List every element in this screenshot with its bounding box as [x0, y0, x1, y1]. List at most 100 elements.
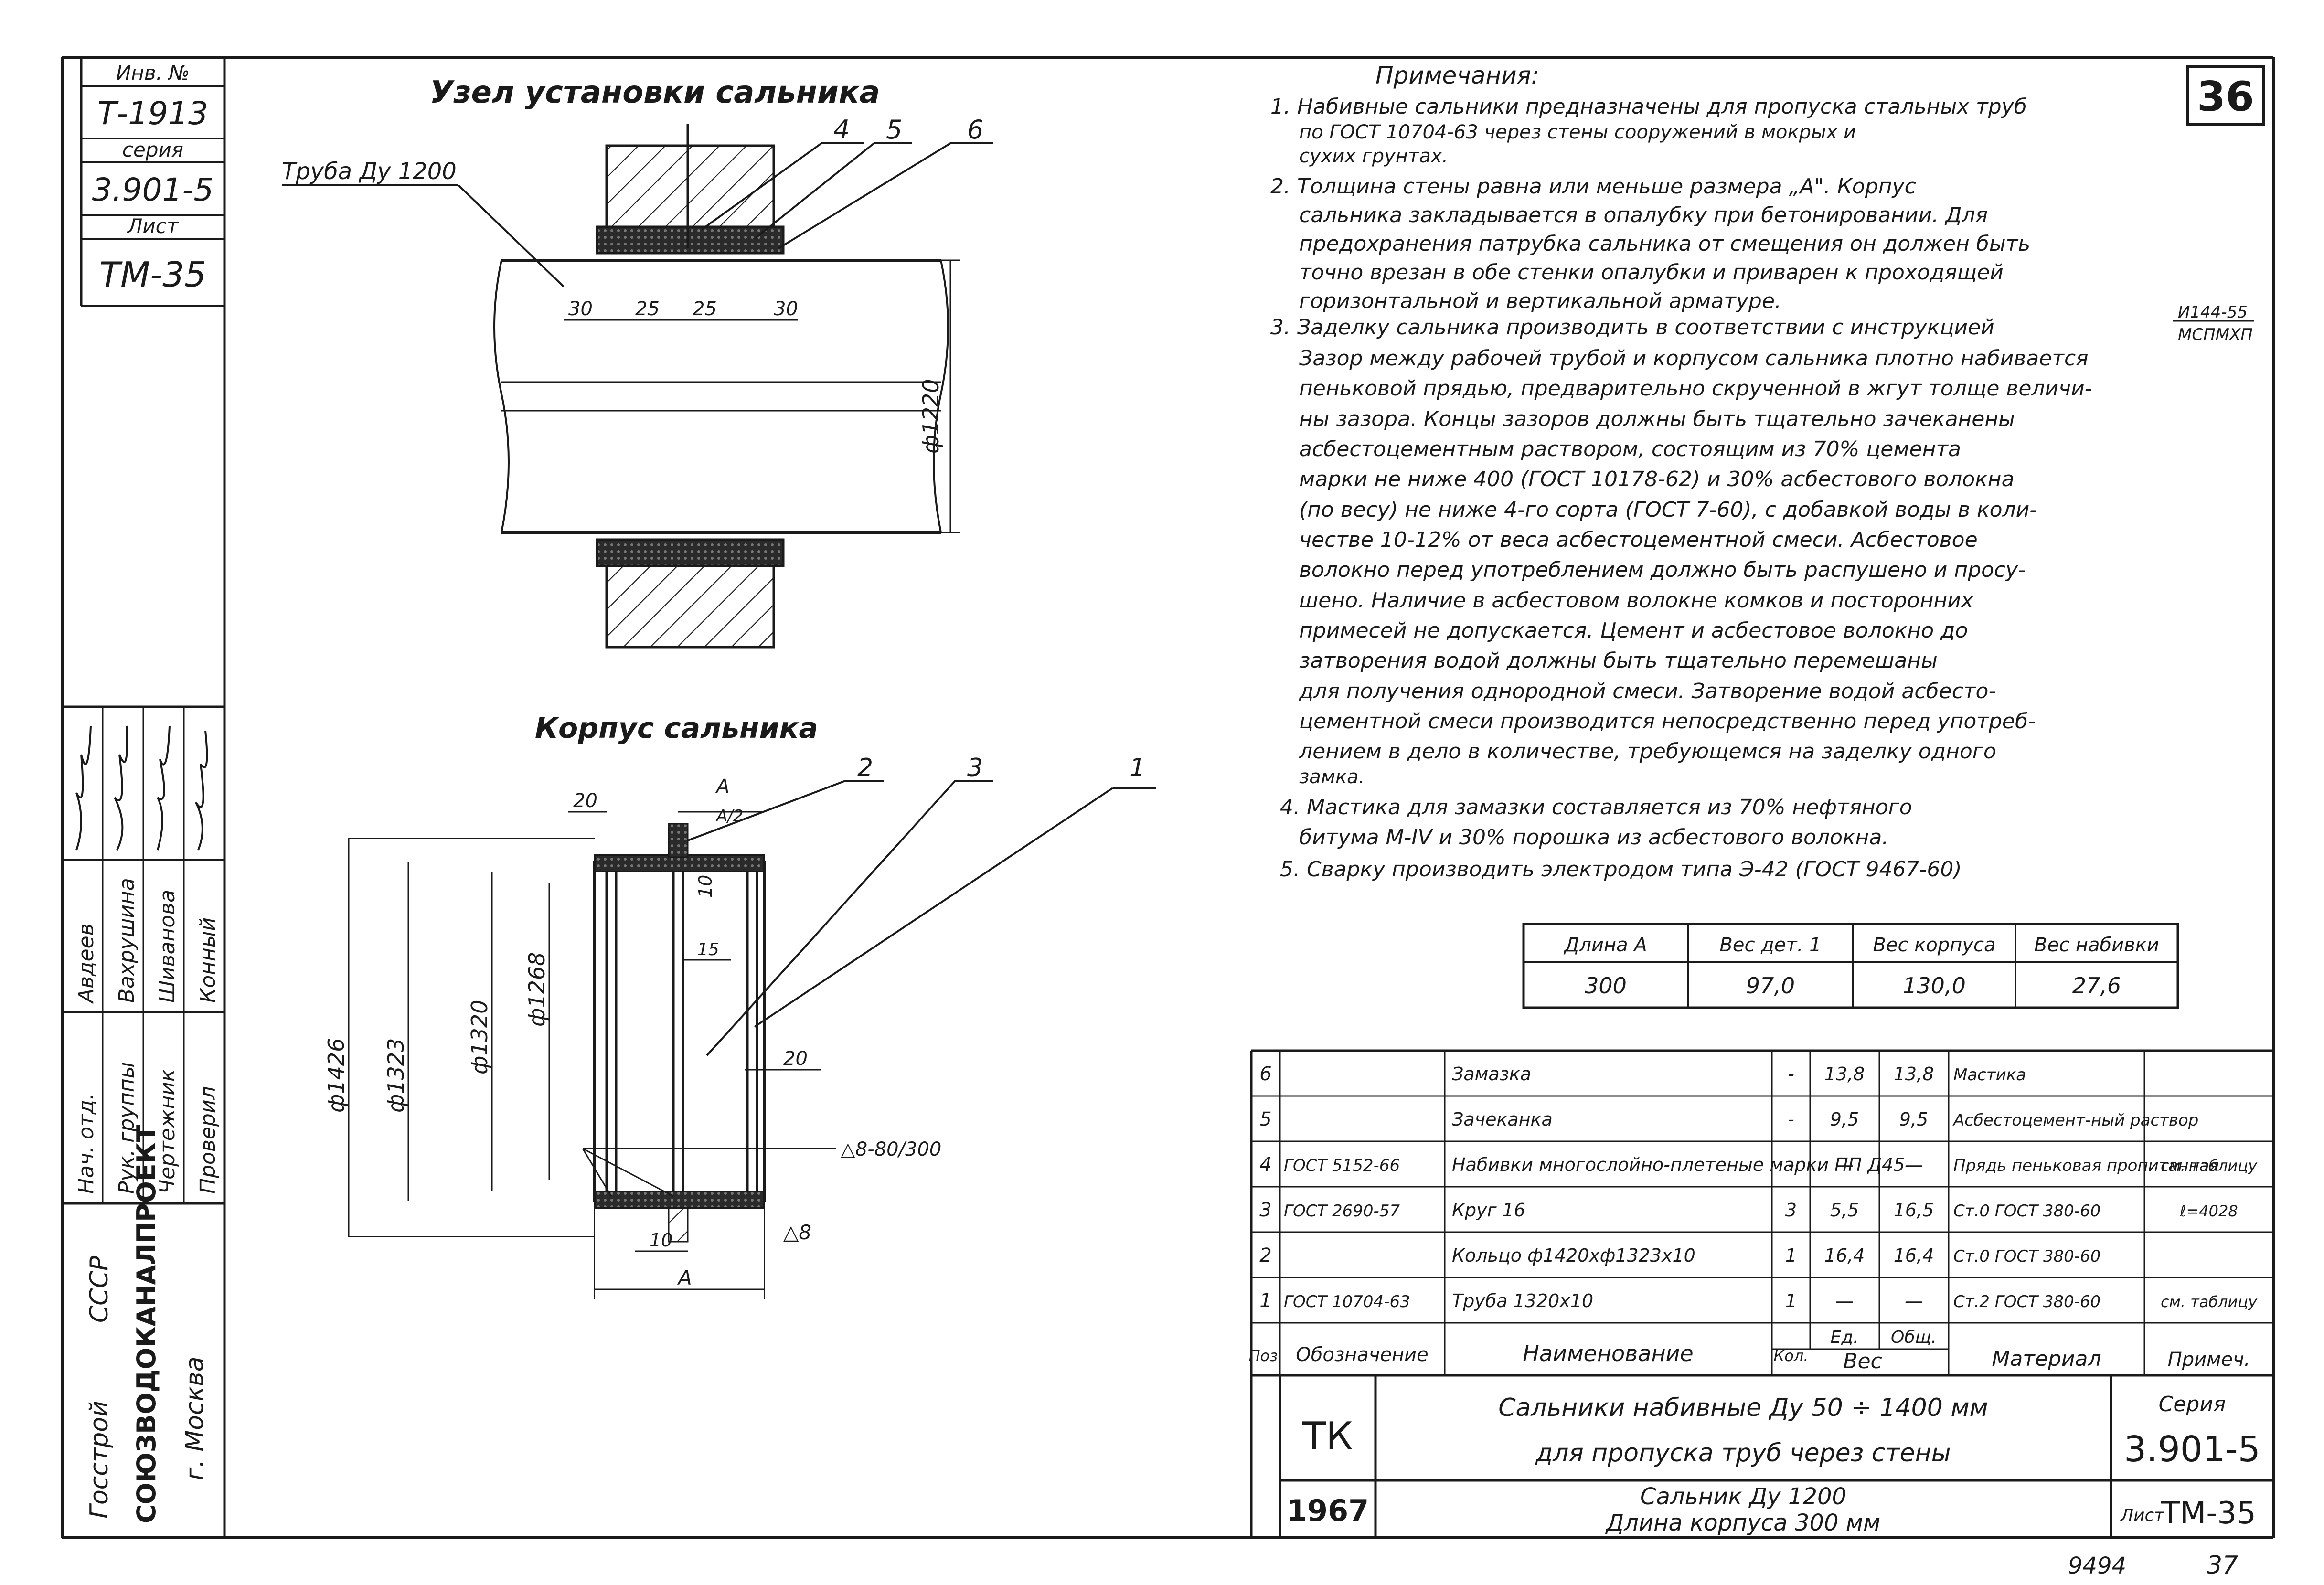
note-line-13: асбестоцементным раствором, состоящим из… [1299, 437, 1961, 461]
title-series-label: Серия [2159, 1392, 2226, 1416]
title-line-2: для пропуска труб через стены [1535, 1439, 1951, 1468]
series-label: серия [122, 138, 183, 161]
spec-h-name: Наименование [1523, 1340, 1693, 1366]
note-line-18: шено. Наличие в асбестовом волокне комко… [1299, 588, 1974, 613]
sheet-number: 36 [2197, 73, 2254, 121]
note-line-5: сальника закладывается в опалубку при бе… [1299, 203, 1988, 227]
spec-h-ref: Обозначение [1296, 1344, 1429, 1366]
dia-1426: ф1426 [323, 1038, 349, 1113]
dim-10: 10 [695, 875, 716, 898]
dim-25-left: 25 [635, 298, 660, 320]
dim-30-left: 30 [568, 298, 593, 320]
note-line-25: 4. Мастика для замазки составляется из 7… [1280, 795, 1912, 819]
spec-row-6-w2: 13,8 [1894, 1064, 1934, 1085]
tk-mark: ТК [1302, 1414, 1353, 1458]
inv-value: Т-1913 [97, 95, 208, 132]
weights-header-length: Длина А [1563, 934, 1647, 956]
spec-row-4-w2: — [1905, 1154, 1923, 1175]
weld-note: △8-80/300 [841, 1138, 941, 1160]
gland-body [593, 861, 766, 1202]
note-line-16: честве 10-12% от веса асбестоцементной с… [1299, 528, 1978, 552]
side-stamp-top: Инв. № Т-1913 серия 3.901-5 Лист ТМ-35 [80, 57, 224, 307]
title-sheet-label: Лист [2120, 1506, 2164, 1525]
note-line-21: для получения однородной смеси. Затворен… [1299, 679, 1996, 703]
dim-a-half: А/2 [715, 807, 743, 826]
spec-row-1-ref: ГОСТ 10704-63 [1284, 1292, 1410, 1311]
note-line-17: волокно перед употреблением должно быть … [1299, 558, 2026, 582]
spec-row-4-pos: 4 [1259, 1154, 1271, 1176]
org-4: г. Москва [181, 1356, 209, 1480]
spec-row-1-w1: — [1835, 1290, 1854, 1311]
spec-row-2-qty: 1 [1785, 1245, 1797, 1266]
spec-header: Поз. Обозначение Наименование Кол. Ед. О… [1249, 1328, 2250, 1373]
spec-row-4-ref: ГОСТ 5152-66 [1284, 1156, 1400, 1175]
org-2: СССР [85, 1255, 114, 1323]
spec-row-6-qty: - [1788, 1064, 1794, 1085]
weld-small: △8 [783, 1221, 811, 1244]
pipe-body [493, 259, 949, 534]
bottom-drawing: Корпус сальника 2 3 1 20 А А/2 10 [323, 712, 1156, 1299]
spec-row-1-name: Труба 1320х10 [1452, 1290, 1593, 1311]
notes-heading: Примечания: [1375, 62, 1539, 89]
dim-bottom-a: А [677, 1266, 692, 1289]
note-line-8: горизонтальной и вертикальной арматуре. [1299, 289, 1781, 313]
spec-row-6-name: Замазка [1452, 1064, 1531, 1085]
gland-packing-top [596, 225, 785, 255]
spec-row-5-pos: 5 [1259, 1108, 1271, 1130]
name-3: Шиванова [155, 890, 180, 1003]
spec-row-1-pos: 1 [1259, 1290, 1271, 1312]
dim-15: 15 [697, 940, 719, 959]
spec-row-2-w2: 16,4 [1894, 1245, 1934, 1266]
weights-value-part: 97,0 [1746, 973, 1795, 999]
dim-a-top: А [715, 776, 729, 798]
note-line-4: 2. Толщина стены равна или меньше размер… [1270, 174, 1916, 199]
callout-4: 4 [833, 115, 850, 145]
year: 1967 [1287, 1493, 1369, 1528]
dia-1320: ф1320 [467, 1000, 492, 1074]
spec-h-mat: Материал [1992, 1347, 2101, 1371]
spec-row-4-mat: Прядь пеньковая пропитанная [1953, 1156, 2219, 1175]
gland-packing-bottom [596, 538, 785, 567]
weights-header-body: Вес корпуса [1873, 934, 1995, 956]
note-line-6: предохранения патрубка сальника от смеще… [1299, 232, 2030, 256]
spec-row-1-mat: Ст.2 ГОСТ 380-60 [1953, 1292, 2100, 1311]
ref-top: И144-55 [2178, 303, 2248, 322]
callout-2: 2 [857, 754, 873, 782]
series-value: 3.901-5 [92, 171, 214, 208]
dia-1323: ф1323 [383, 1038, 409, 1113]
callout-5: 5 [886, 115, 902, 145]
dim-top-20: 20 [573, 790, 597, 812]
spec-h-weight: Вес [1843, 1349, 1882, 1373]
spec-table [1250, 1049, 2273, 1538]
title-sheet-value: ТМ-35 [2161, 1496, 2256, 1531]
callout-3: 3 [967, 754, 983, 782]
dia-1268: ф1268 [524, 952, 550, 1027]
wall-section-bottom [605, 564, 775, 649]
spec-row-5-w1: 9,5 [1830, 1109, 1859, 1130]
weights-value-packing: 27,6 [2072, 973, 2121, 999]
weights-header-packing: Вес набивки [2034, 934, 2159, 956]
spec-row-3-qty: 3 [1785, 1200, 1797, 1221]
spec-row-5-name: Зачеканка [1452, 1109, 1553, 1130]
spec-row-2-mat: Ст.0 ГОСТ 380-60 [1953, 1247, 2100, 1266]
spec-row-3-ref: ГОСТ 2690-57 [1284, 1202, 1400, 1221]
note-line-14: марки не ниже 400 (ГОСТ 10178-62) и 30% … [1299, 467, 2015, 491]
ref-bottom: МСПМХП [2178, 325, 2253, 344]
ring-bottom [668, 1207, 689, 1243]
spec-row-5-mat: Асбестоцемент-ный раствор [1952, 1111, 2198, 1130]
title-line-3: Сальник Ду 1200 [1640, 1483, 1846, 1510]
name-1: Авдеев [74, 923, 98, 1004]
spec-h-qty: Кол. [1774, 1347, 1809, 1365]
spec-row-3-mat: Ст.0 ГОСТ 380-60 [1953, 1202, 2100, 1221]
weights-table: Длина А Вес дет. 1 Вес корпуса Вес набив… [1522, 923, 2179, 1009]
dia-1220: ф1220 [918, 379, 944, 454]
spec-h-w2: Общ. [1891, 1328, 1937, 1347]
signatures [75, 725, 208, 851]
callout-6: 6 [967, 115, 983, 145]
spec-row-5-qty: - [1788, 1109, 1794, 1130]
note-line-23: лением в дело в количестве, требующемся … [1299, 739, 1996, 764]
note-line-12: ны зазора. Концы зазоров должны быть тща… [1299, 407, 2015, 431]
spec-row-1-w2: — [1905, 1290, 1923, 1311]
top-drawing-title: Узел установки сальника [430, 75, 880, 110]
